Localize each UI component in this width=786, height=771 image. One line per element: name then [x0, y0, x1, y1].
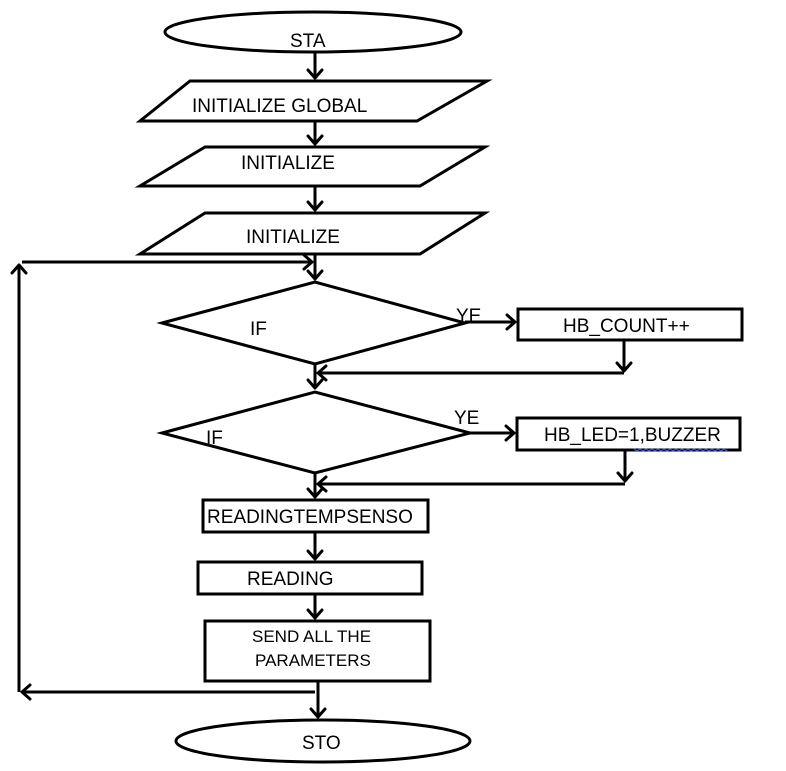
init-io-2: [134, 145, 491, 188]
hb-count-label: HB_COUNT++: [563, 316, 690, 337]
decision-1: [156, 280, 471, 366]
yes-label-2: YE: [454, 408, 479, 429]
start-terminal: [163, 10, 463, 54]
stop-label: STO: [302, 733, 341, 754]
stop-terminal: [174, 718, 472, 764]
reading-label: READING: [247, 569, 334, 590]
send-parameters-process: [203, 619, 432, 683]
hb-led-buzzer-label: HB_LED=1,BUZZER: [544, 425, 721, 446]
decision-1-label: IF: [250, 319, 267, 340]
reading-temp-sensor-label: READINGTEMPSENSO: [207, 507, 413, 528]
init-global-io: [135, 79, 493, 123]
hb-led-buzzer-process: [515, 416, 742, 452]
reading-temp-sensor-process: [201, 498, 430, 534]
decision-2-label: IF: [206, 428, 223, 449]
init-label-2: INITIALIZE: [241, 153, 335, 174]
start-label: STA: [290, 31, 326, 52]
yes-label-1: YE: [456, 306, 481, 327]
send-label-line2: PARAMETERS: [255, 651, 371, 670]
init-label-3: INITIALIZE: [246, 227, 340, 248]
hb-count-process: [516, 307, 744, 342]
spellcheck-underline: [633, 448, 728, 452]
init-global-label: INITIALIZE GLOBAL: [192, 96, 367, 117]
reading-process: [196, 560, 424, 596]
init-io-3: [134, 211, 491, 256]
send-label-line3: VIA: [302, 676, 330, 695]
send-label-line1: SEND ALL THE: [252, 627, 371, 646]
